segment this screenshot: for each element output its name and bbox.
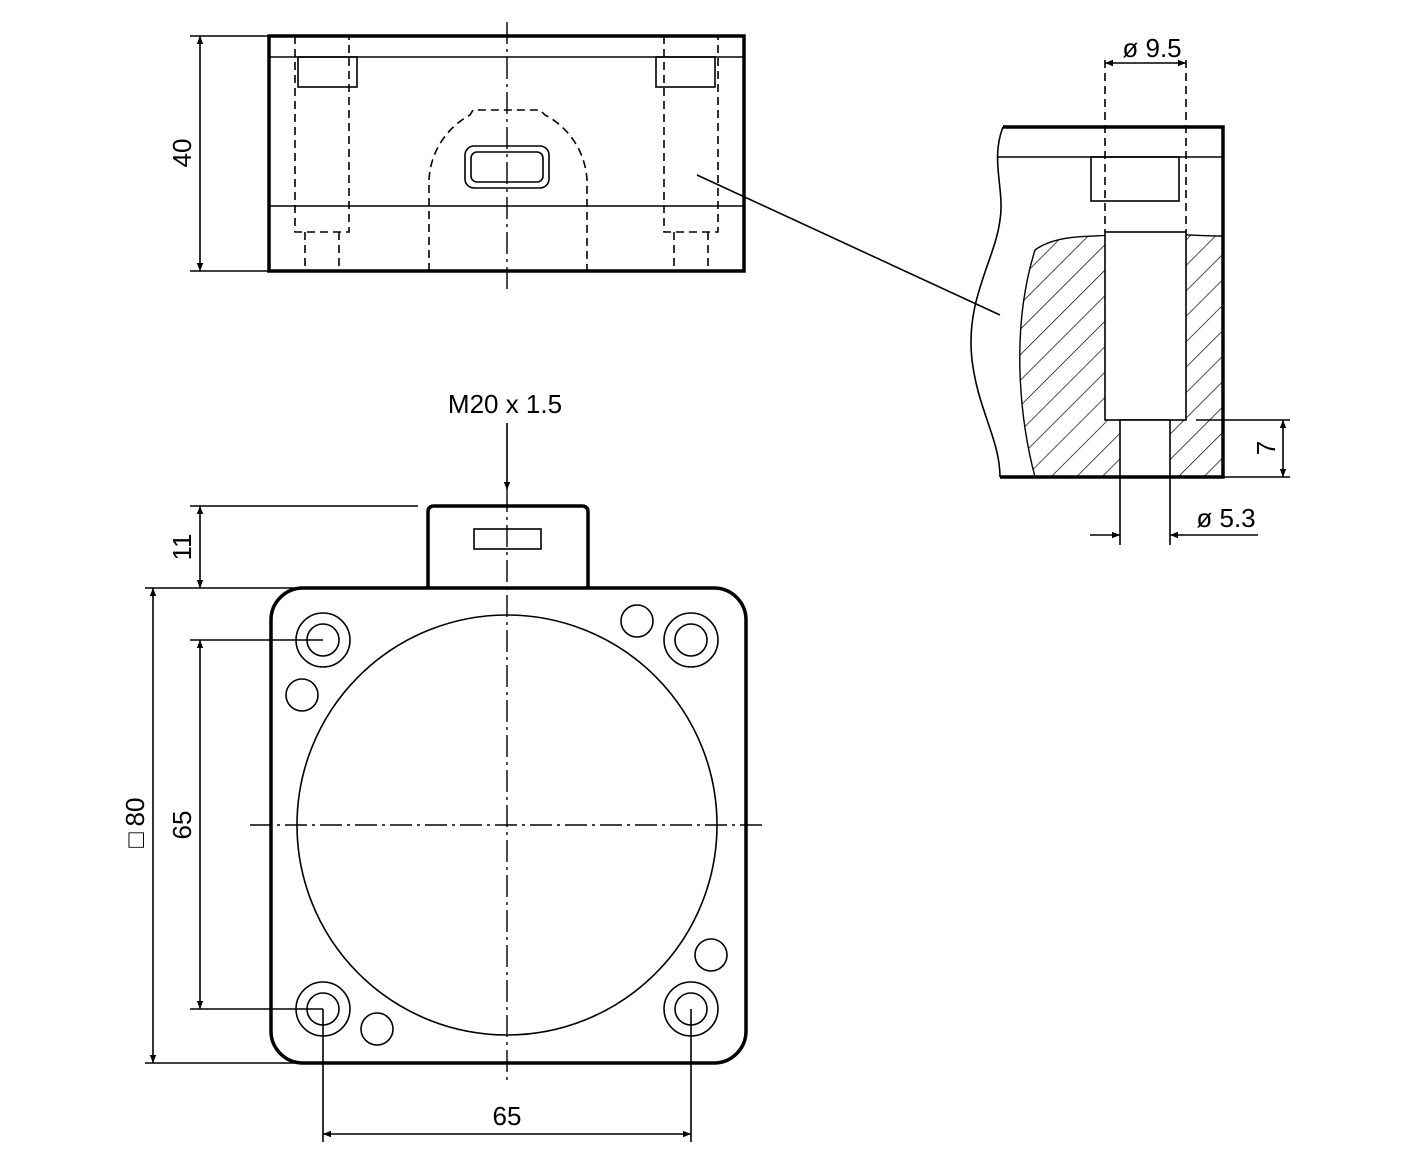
horizontal-hole-spacing-65: 65 <box>493 1101 522 1131</box>
detail-leader-line <box>696 174 1001 316</box>
hole-diameter-label: ø 5.3 <box>1196 503 1255 533</box>
depth-dimension-7: 7 <box>1251 441 1281 455</box>
square-symbol: □ <box>120 832 150 848</box>
detail-section-view: ø 9.5 ø 5.3 7 <box>970 33 1290 545</box>
size-dimension-80: 80 <box>120 798 150 827</box>
tab-dimension-11: 11 <box>167 534 197 561</box>
thread-label: M20 x 1.5 <box>448 389 562 419</box>
top-view: 40 <box>167 22 746 292</box>
front-view: M20 x 1.5 11 □ 80 65 <box>120 389 765 1142</box>
counterbore-diameter-label: ø 9.5 <box>1122 33 1181 63</box>
vertical-hole-spacing-65: 65 <box>167 811 197 840</box>
height-dimension-40: 40 <box>167 139 197 168</box>
